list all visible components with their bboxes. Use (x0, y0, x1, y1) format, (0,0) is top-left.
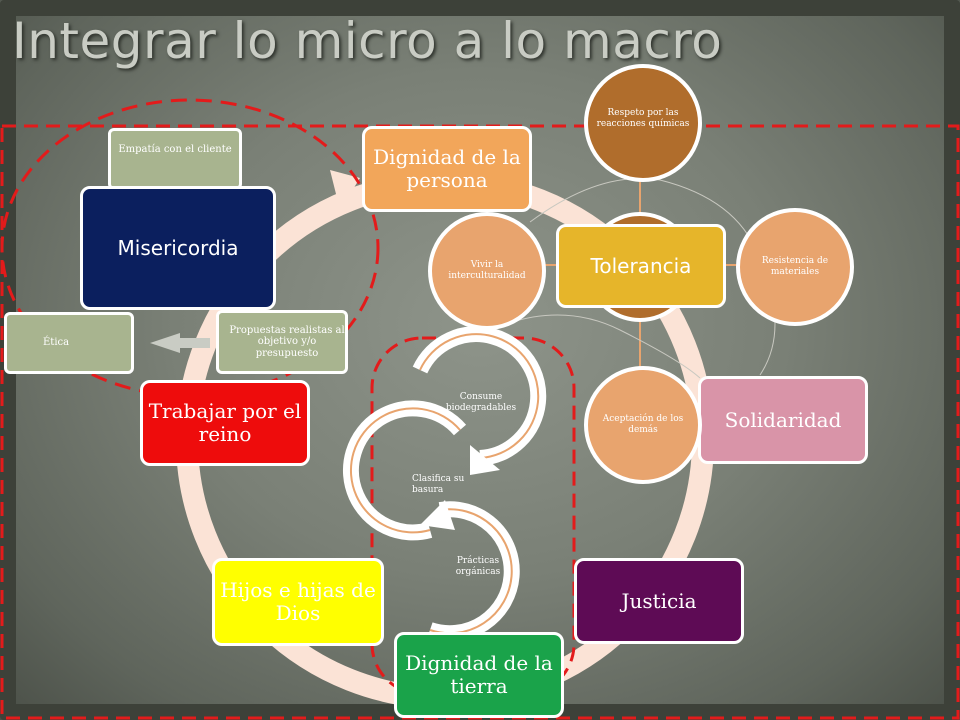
cycle-arrow-3-edge (429, 508, 513, 635)
dashed-frame (0, 124, 960, 720)
cycle-arrow-1-head (470, 445, 500, 475)
respeto-circle: Respeto por las reacciones químicas (584, 64, 702, 182)
dignidad-persona-box: Dignidad de la persona (362, 126, 532, 212)
cycle-arrowhead (330, 170, 360, 210)
dignidad-tierra-box: Dignidad de la tierra (394, 632, 564, 718)
solidaridad-box: Solidaridad (698, 376, 868, 464)
cycle-arrow-1-edge (419, 333, 540, 459)
interculturalidad-circle: Vivir la interculturalidad (428, 212, 546, 330)
resistencia-circle: Resistencia de materiales (736, 208, 854, 326)
propuestas-label: Propuestas realistas al objetivo y/o pre… (229, 324, 345, 359)
cycle-arrow-3-head (420, 500, 455, 530)
misericordia-label: Misericordia (117, 235, 239, 260)
clasifica-label: Clasifica su basura (412, 474, 465, 495)
empatia-label: Empatía con el cliente (118, 144, 232, 156)
empatia-box: Empatía con el cliente (108, 128, 242, 190)
aceptacion-circle: Aceptación de los demás (584, 366, 702, 484)
dignidad-persona-label: Dignidad de la persona (373, 145, 521, 192)
resistencia-label: Resistencia de materiales (761, 256, 829, 277)
arrow-left-icon (150, 333, 180, 353)
tolerancia-label: Tolerancia (590, 253, 692, 278)
propuestas-box: Propuestas realistas al objetivo y/o pre… (216, 310, 348, 374)
hijos-dios-label: Hijos e hijas de Dios (220, 578, 376, 625)
practicas-label: Prácticas orgánicas (455, 556, 501, 577)
etica-label: Ética (43, 337, 70, 349)
respeto-label: Respeto por las reacciones químicas (596, 108, 690, 129)
hijos-dios-box: Hijos e hijas de Dios (212, 558, 384, 646)
trabajar-reino-box: Trabajar por el reino (140, 380, 310, 466)
slide-title: Integrar lo micro a lo macro (12, 12, 723, 70)
arrow-left-shaft (178, 338, 210, 348)
justicia-label: Justicia (621, 588, 697, 613)
justicia-box: Justicia (574, 558, 744, 644)
misericordia-box: Misericordia (80, 186, 276, 310)
solidaridad-label: Solidaridad (724, 407, 842, 432)
curve-lower (489, 314, 701, 379)
etica-box: Ética (4, 312, 134, 374)
aceptacion-label: Aceptación de los demás (602, 414, 684, 435)
trabajar-reino-label: Trabajar por el reino (148, 399, 302, 446)
consume-label: Consume biodegradables (445, 392, 517, 413)
tolerancia-box: Tolerancia (556, 224, 726, 308)
interculturalidad-label: Vivir la interculturalidad (448, 260, 526, 281)
dignidad-tierra-label: Dignidad de la tierra (405, 651, 553, 698)
cycle-arrow-2-edge (349, 407, 461, 534)
